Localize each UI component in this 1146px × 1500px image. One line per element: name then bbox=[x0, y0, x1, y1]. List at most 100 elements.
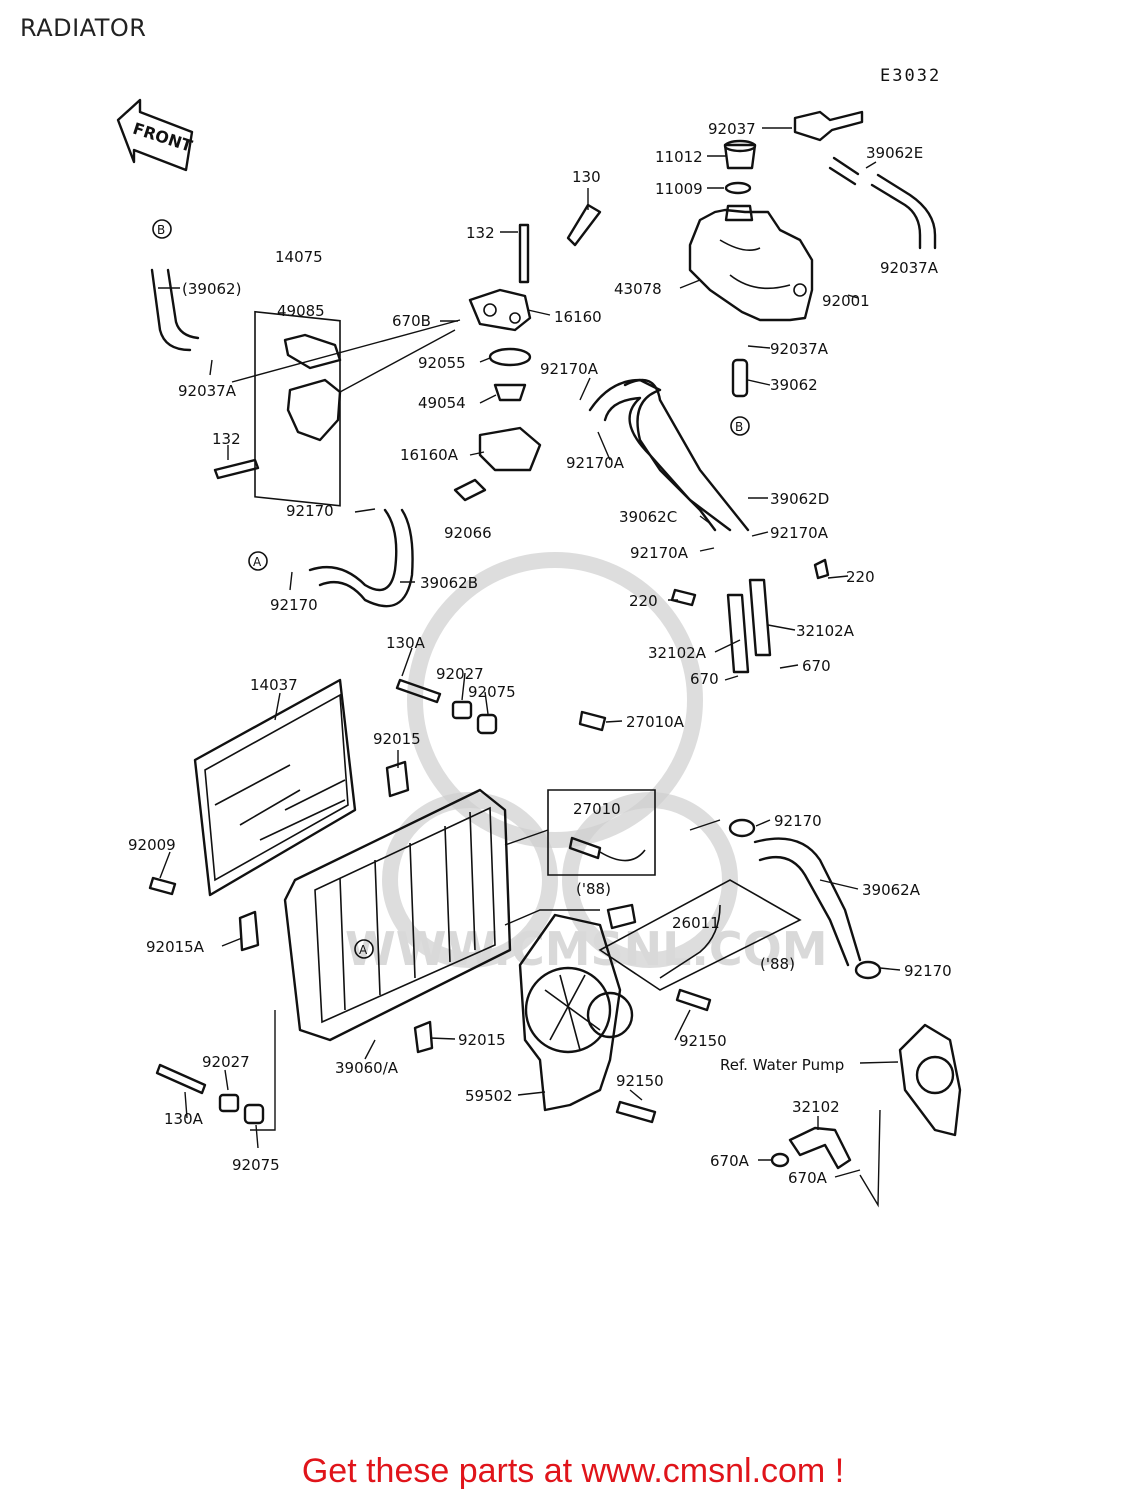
part-label: 132 bbox=[212, 430, 241, 448]
part-label: 92037A bbox=[178, 382, 237, 400]
part-label: 92170 bbox=[904, 962, 952, 980]
page-title: RADIATOR bbox=[20, 14, 147, 42]
svg-text:A: A bbox=[253, 555, 262, 569]
bracket-92037-icon bbox=[793, 110, 864, 142]
watermark-logo: WWW.CMSNL.COM bbox=[345, 552, 828, 976]
part-label: 26011 bbox=[672, 914, 720, 932]
part-label: 14037 bbox=[250, 676, 298, 694]
bolt-130A-icon bbox=[395, 678, 442, 704]
bolt-130A-lower-icon bbox=[155, 1063, 207, 1095]
part-label: 132 bbox=[466, 224, 495, 242]
part-label: 92055 bbox=[418, 354, 466, 372]
collar-92027-lower-icon bbox=[218, 1093, 240, 1113]
part-label: 49054 bbox=[418, 394, 466, 412]
pipe-32102-icon bbox=[770, 1126, 852, 1170]
part-label: 92001 bbox=[822, 292, 870, 310]
pipe-32102A-icon bbox=[670, 558, 830, 674]
part-label: 92170A bbox=[540, 360, 599, 378]
part-label: 670A bbox=[710, 1152, 750, 1170]
part-label: 92170A bbox=[566, 454, 625, 472]
hose-39062B-icon bbox=[308, 508, 414, 608]
watermark-text: WWW.CMSNL.COM bbox=[345, 922, 828, 976]
part-label: 130 bbox=[572, 168, 601, 186]
radiator-screen-icon bbox=[193, 678, 357, 897]
part-label: 59502 bbox=[465, 1087, 513, 1105]
reserve-tank-icon bbox=[688, 204, 814, 322]
part-label: 670 bbox=[690, 670, 719, 688]
svg-text:B: B bbox=[735, 420, 743, 434]
wire-26011-group bbox=[598, 879, 802, 991]
part-label: 130A bbox=[164, 1110, 204, 1128]
part-label: 92066 bbox=[444, 524, 492, 542]
part-label: 32102 bbox=[792, 1098, 840, 1116]
part-label: 16160A bbox=[400, 446, 459, 464]
grommet-92075-icon bbox=[476, 713, 498, 735]
part-label: 39062B bbox=[420, 574, 478, 592]
radiator-core-icon bbox=[238, 760, 512, 1054]
diagram-code: E3032 bbox=[880, 66, 942, 86]
part-label: 32102A bbox=[648, 644, 707, 662]
part-label: 92027 bbox=[202, 1053, 250, 1071]
collar-92027-icon bbox=[451, 700, 473, 720]
part-label: 43078 bbox=[614, 280, 662, 298]
sensor-27010-group bbox=[547, 710, 656, 876]
part-label: 130A bbox=[386, 634, 426, 652]
part-label: 39062D bbox=[770, 490, 829, 508]
svg-text:FRONT: FRONT bbox=[131, 119, 195, 156]
bolt-92150-icon bbox=[675, 988, 712, 1012]
part-label: 670 bbox=[802, 657, 831, 675]
part-label: 27010 bbox=[573, 800, 621, 818]
part-label: 92150 bbox=[679, 1032, 727, 1050]
part-label: 220 bbox=[629, 592, 658, 610]
water-pump-cover-icon bbox=[898, 1023, 962, 1137]
part-label: 92037A bbox=[880, 259, 939, 277]
thermostat-housing-icon bbox=[453, 203, 602, 502]
part-label: 11009 bbox=[655, 180, 703, 198]
small-hose-39062-icon bbox=[731, 358, 749, 398]
year-note-sensor: ('88) bbox=[576, 880, 611, 898]
circle-marker-a-hose: A bbox=[248, 551, 268, 571]
part-label: 92015 bbox=[458, 1031, 506, 1049]
part-label: 39062E bbox=[866, 144, 923, 162]
part-label: 92075 bbox=[468, 683, 516, 701]
leader-lines bbox=[158, 127, 901, 1208]
part-label: (39062) bbox=[182, 280, 241, 298]
part-label: 92170A bbox=[770, 524, 829, 542]
part-label: 220 bbox=[846, 568, 875, 586]
part-labels: 92037 11012 11009 39062E 130 132 14075 4… bbox=[128, 120, 952, 1187]
part-label: 39062A bbox=[862, 881, 921, 899]
part-label: 92037 bbox=[708, 120, 756, 138]
hose-39062-left-icon bbox=[150, 268, 200, 352]
part-label: 670A bbox=[788, 1169, 828, 1187]
bolt-92150-lower-icon bbox=[615, 1100, 657, 1124]
filler-neck-icon bbox=[213, 310, 342, 507]
part-label: 92170 bbox=[286, 502, 334, 520]
part-label: 92015 bbox=[373, 730, 421, 748]
part-label: 11012 bbox=[655, 148, 703, 166]
bolt-92009-icon bbox=[148, 876, 177, 896]
part-label: 92015A bbox=[146, 938, 205, 956]
part-label: 39062C bbox=[619, 508, 677, 526]
part-label: 670B bbox=[392, 312, 431, 330]
fan-shroud-icon bbox=[518, 913, 634, 1112]
part-label: 92150 bbox=[616, 1072, 664, 1090]
part-label: 92037A bbox=[770, 340, 829, 358]
part-label: 49085 bbox=[277, 302, 325, 320]
reference-label: Ref. Water Pump bbox=[720, 1056, 844, 1074]
front-arrow-icon: FRONT bbox=[116, 98, 195, 172]
part-label: 92170A bbox=[630, 544, 689, 562]
part-label: 16160 bbox=[554, 308, 602, 326]
hose-39062C-D-icon bbox=[588, 378, 750, 532]
part-label: 92075 bbox=[232, 1156, 280, 1174]
part-label: 39060/A bbox=[335, 1059, 399, 1077]
circle-marker-a-radiator: A bbox=[354, 939, 374, 959]
footer-link[interactable]: Get these parts at www.cmsnl.com ! bbox=[301, 1452, 845, 1490]
part-label: 92170 bbox=[774, 812, 822, 830]
svg-text:A: A bbox=[359, 943, 368, 957]
grommet-92075-lower-icon bbox=[243, 1103, 265, 1125]
part-label: 92027 bbox=[436, 665, 484, 683]
hose-39062A-icon bbox=[728, 818, 882, 980]
part-label: 92009 bbox=[128, 836, 176, 854]
part-label: 14075 bbox=[275, 248, 323, 266]
